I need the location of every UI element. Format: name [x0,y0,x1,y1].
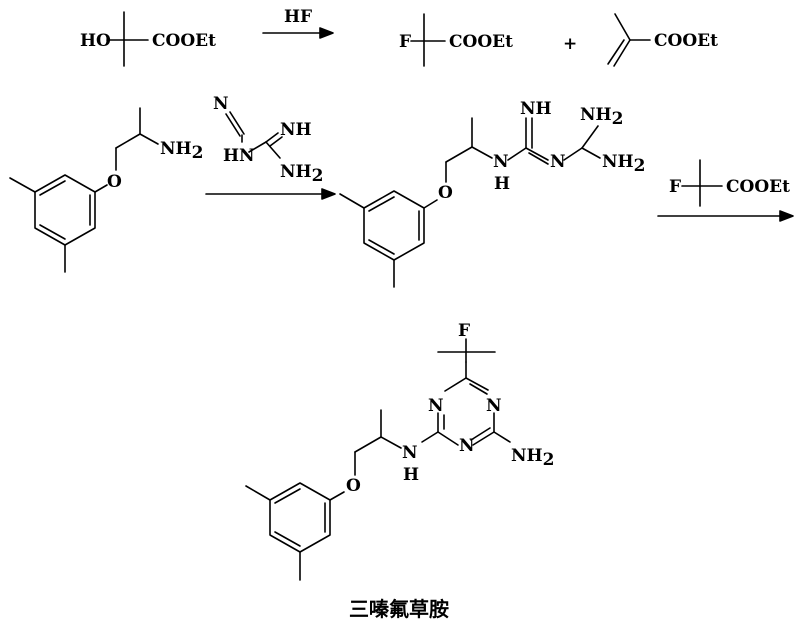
methacrylate-molecule: COOEt [607,13,718,67]
label-nh-linker: N [402,443,418,463]
label-nh-imine-1: NH [280,120,312,140]
label-o-3: O [346,476,361,496]
label-ho: HO [80,31,111,51]
label-n-mid: N [550,152,566,172]
label-hf: HF [284,7,312,27]
label-cooet-1: COOEt [152,31,216,51]
amine-molecule: O NH2 [9,107,203,273]
biguanide-molecule: O N H NH N NH2 NH2 [339,99,645,288]
hydroxy-ester-molecule: HO COOEt [80,11,216,67]
label-n-ring-3: N [428,396,444,416]
label-o-2: O [438,183,453,203]
label-hn: HN [223,146,255,166]
label-nh-bridge: N [493,152,509,172]
reaction-arrow-2 [205,188,336,200]
plus-sign: + [563,34,577,54]
label-f-1: F [399,32,411,52]
dicyandiamide-molecule: N HN NH NH2 [213,94,323,186]
product-molecule: F N N N NH2 N H O [245,321,554,581]
fluoro-ester-molecule: F COOEt [399,13,513,67]
label-cooet-3: COOEt [654,31,718,51]
label-h-linker: H [403,465,419,485]
label-nh-imine-2: NH [520,99,552,119]
compound-name: 三嗪氟草胺 [349,597,449,621]
label-h-bridge: H [494,174,510,194]
reaction-arrow-hf: HF [262,7,334,39]
label-nh2-1: NH2 [160,139,203,163]
label-cooet-4: COOEt [726,177,790,197]
reaction-arrow-3 [657,210,794,222]
label-o-1: O [107,172,122,192]
label-nh2-5: NH2 [511,446,554,470]
label-nh2-3: NH2 [580,105,623,129]
label-nh2-2: NH2 [280,162,323,186]
label-f-3: F [458,321,470,341]
label-n-ring-1: N [486,396,502,416]
label-n-cyano: N [213,94,229,114]
fluoro-ester-reagent: F COOEt [669,159,790,207]
label-n-ring-2: N [459,436,475,456]
label-f-2: F [669,177,681,197]
label-nh2-4: NH2 [602,152,645,176]
label-cooet-2: COOEt [449,32,513,52]
